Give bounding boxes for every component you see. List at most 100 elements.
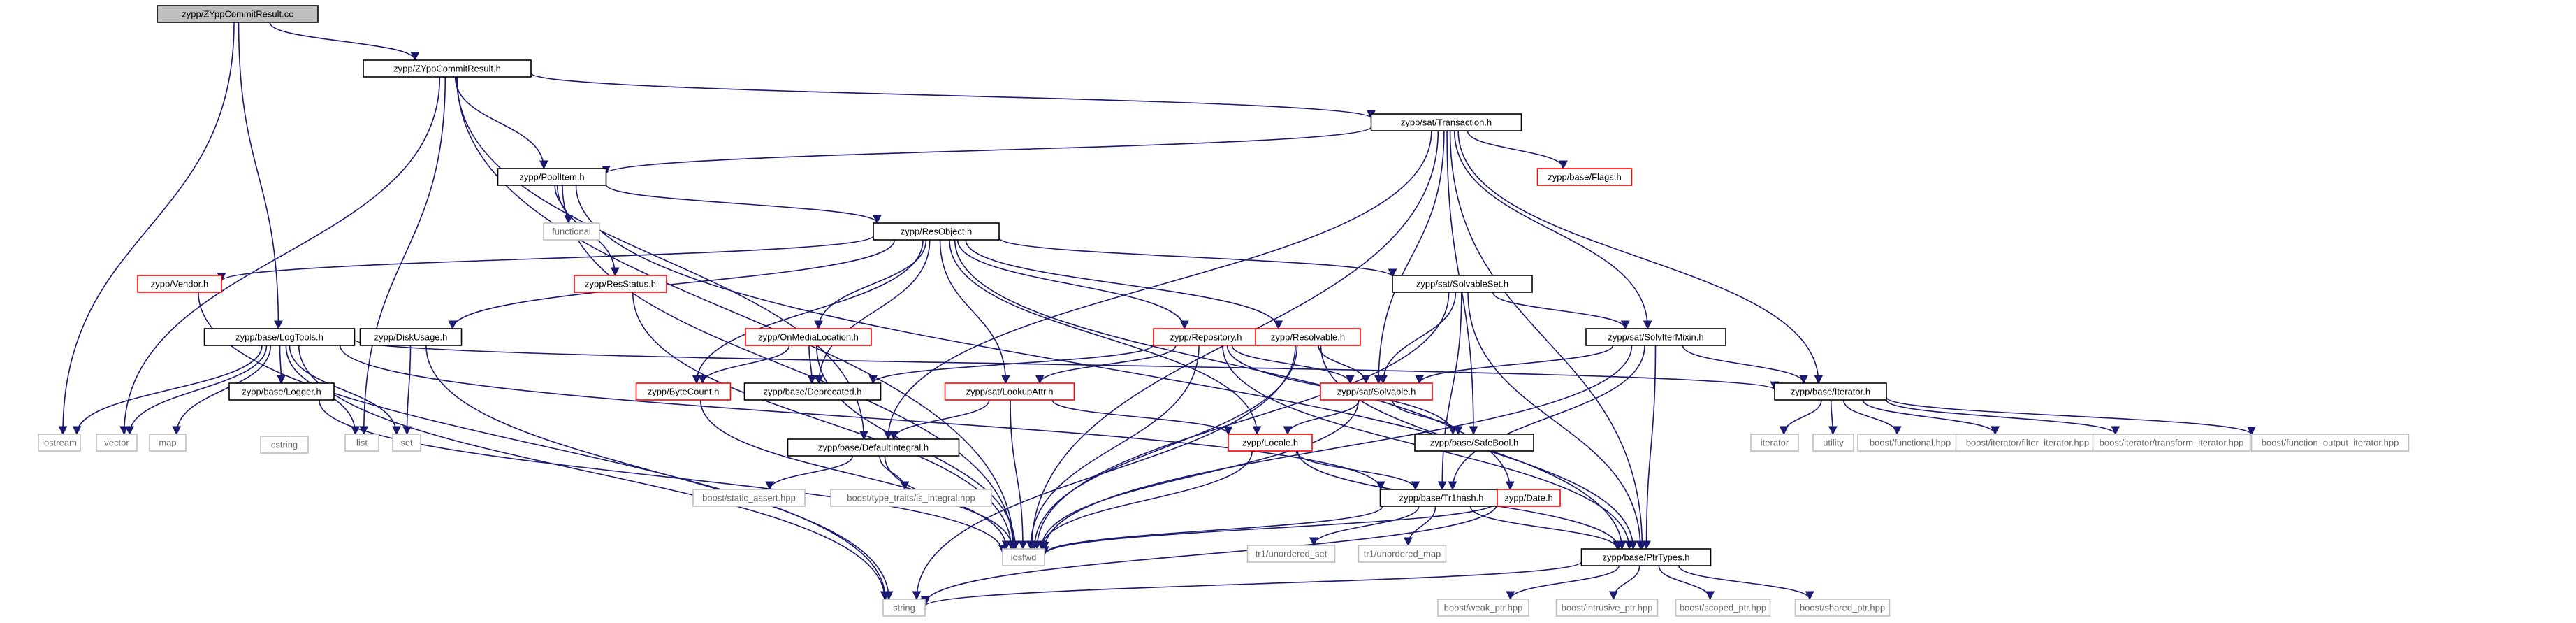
graph-node[interactable]: zypp/ZYppCommitResult.h [363,59,532,78]
node-box [882,599,926,617]
dependency-edge [868,344,1154,385]
graph-node[interactable]: zypp/Date.h [1497,489,1561,507]
dependency-edge [698,345,790,385]
dependency-edge [1415,345,1614,385]
node-label: functional [552,227,591,237]
graph-node: string [882,599,926,617]
node-box [1414,434,1534,452]
node-box [497,168,607,186]
dependency-edge [119,76,441,436]
graph-node[interactable]: zypp/ByteCount.h [635,382,732,401]
node-label: zypp/ZYppCommitResult.cc [182,9,293,20]
dependency-edge [269,22,420,62]
graph-node: boost/static_assert.hpp [692,489,806,507]
dependency-edge [1828,399,1838,436]
graph-node: tr1/unordered_set [1246,545,1336,563]
dependency-edge [814,239,931,385]
node-box [344,434,379,452]
node-label: zypp/ResObject.h [901,227,973,237]
graph-node[interactable]: zypp/ResObject.h [873,222,1000,241]
graph-node: iterator [1750,434,1799,452]
node-box [1555,599,1659,617]
graph-node[interactable]: zypp/base/DefaultIntegral.h [787,438,960,457]
node-label: string [893,603,915,613]
node-box [203,328,356,346]
node-label: zypp/base/SafeBool.h [1430,438,1518,448]
node-box [363,59,532,78]
node-label: map [159,438,176,448]
node-box [1774,382,1887,401]
graph-node[interactable]: zypp/sat/Transaction.h [1370,113,1522,131]
graph-node[interactable]: zypp/base/PtrTypes.h [1580,548,1712,566]
node-box [38,434,81,452]
node-label: list [356,438,368,448]
graph-node[interactable]: zypp/OnMediaLocation.h [745,328,872,346]
dependency-edge [1037,399,1360,550]
dependency-edge [1682,345,1808,385]
graph-node[interactable]: zypp/base/Deprecated.h [743,382,882,401]
dependency-edge [359,76,446,436]
dependency-edge [1658,565,1715,601]
dependency-edge [354,339,1779,391]
node-label: zypp/PoolItem.h [519,172,584,182]
graph-node[interactable]: zypp/base/Flags.h [1536,168,1633,186]
dependency-edge [1035,345,1177,385]
dependency-edge [1886,399,2120,436]
graph-node[interactable]: zypp/base/Tr1hash.h [1379,489,1504,507]
node-label: zypp/sat/SolvIterMixin.h [1608,332,1703,343]
node-box [157,5,319,23]
graph-node[interactable]: zypp/Repository.h [1153,328,1259,346]
node-box [1370,113,1522,131]
dependency-edge [879,455,910,491]
node-label: boost/function_output_iterator.hpp [2262,438,2399,448]
dependency-edge [920,503,1498,606]
node-box [260,436,309,454]
node-label: zypp/base/Deprecated.h [764,387,862,397]
dependency-edge [1448,345,1645,491]
graph-node[interactable]: zypp/Locale.h [1228,434,1313,452]
dependency-edge [425,345,894,601]
dependency-edge [1449,130,1647,550]
graph-node[interactable]: zypp/base/SafeBool.h [1414,434,1534,452]
node-box [359,328,463,346]
graph-node[interactable]: zypp/sat/SolvableSet.h [1392,275,1533,293]
dependency-edge [692,239,924,385]
graph-node[interactable]: zypp/base/LogTools.h [203,328,356,346]
node-label: zypp/ZYppCommitResult.h [393,64,501,74]
graph-node[interactable]: zypp/ZYppCommitResult.cc [157,5,319,23]
node-box [1812,434,1854,452]
dependency-edge [605,184,882,224]
dependency-edge [575,185,1627,550]
node-label: zypp/base/DefaultIntegral.h [818,443,929,453]
dependency-edge [198,292,890,601]
graph-node: utility [1812,434,1854,452]
graph-node: tr1/unordered_map [1358,545,1447,563]
graph-node[interactable]: zypp/sat/SolvIterMixin.h [1585,328,1726,346]
graph-node[interactable]: zypp/base/Iterator.h [1774,382,1887,401]
dependency-edge [1437,292,1462,491]
node-box [1580,548,1712,566]
node-label: boost/weak_ptr.hpp [1444,603,1523,613]
dependency-edge [912,345,1296,601]
node-label: zypp/Resolvable.h [1271,332,1345,343]
graph-node[interactable]: zypp/Resolvable.h [1255,328,1361,346]
graph-node[interactable]: zypp/base/Logger.h [228,382,335,401]
graph-node[interactable]: zypp/sat/LookupAttr.h [944,382,1075,401]
graph-node: list [344,434,379,452]
graph-node[interactable]: zypp/sat/Solvable.h [1320,382,1433,401]
dependency-edge [1374,130,1445,385]
dependency-edge [1032,292,1450,550]
dependency-edge [920,561,1582,608]
graph-node[interactable]: zypp/ResStatus.h [574,275,667,293]
graph-node[interactable]: zypp/PoolItem.h [497,168,607,186]
graph-node[interactable]: zypp/DiskUsage.h [359,328,463,346]
dependency-edge [1678,565,1814,601]
dependency-edge [339,345,1385,491]
node-label: zypp/Date.h [1504,493,1552,503]
dependency-edge [1453,130,1652,330]
dependency-edge [277,345,286,385]
dependency-edge [1010,399,1028,550]
graph-node[interactable]: zypp/Vendor.h [137,275,222,293]
graph-node: boost/iterator/transform_iterator.hpp [2092,434,2251,452]
node-label: zypp/sat/Solvable.h [1337,387,1416,397]
